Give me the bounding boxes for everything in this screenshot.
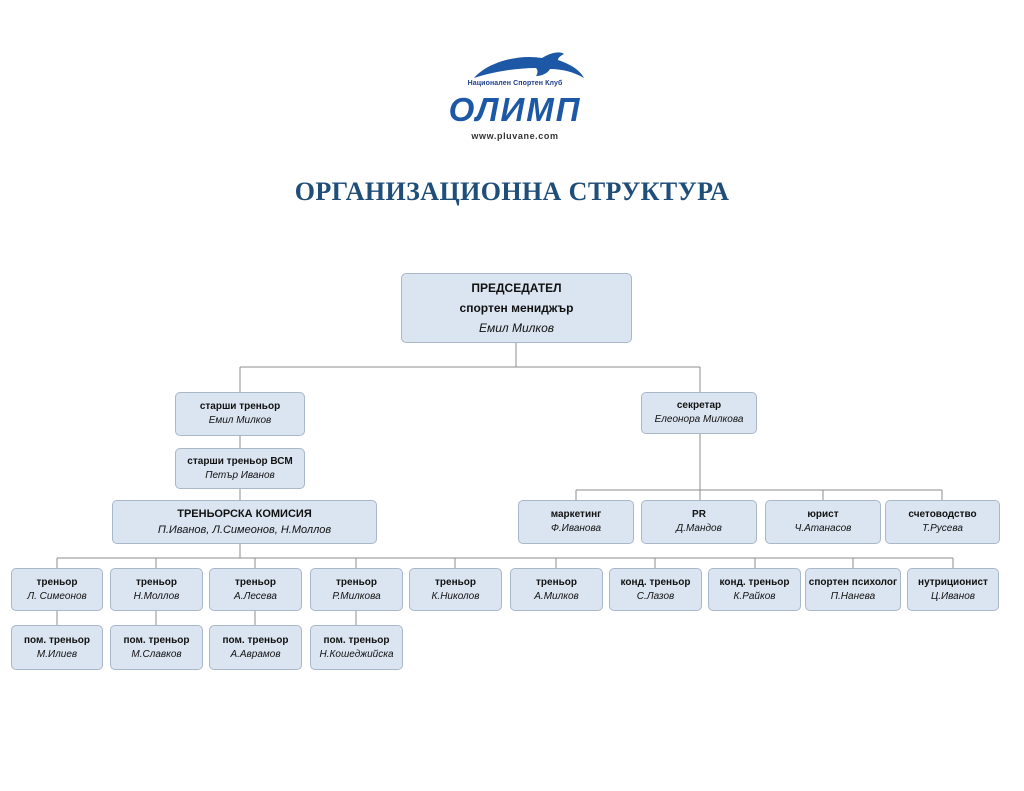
staff-box: треньор К.Николов bbox=[409, 568, 502, 611]
assistant-role: пом. треньор bbox=[222, 634, 289, 646]
staff-box: конд. треньор К.Райков bbox=[708, 568, 801, 611]
secretary-role: секретар bbox=[676, 400, 722, 411]
dolphin-icon bbox=[474, 52, 584, 78]
staff-name: К.Райков bbox=[733, 590, 776, 602]
staff-name: С.Лазов bbox=[636, 590, 675, 602]
page-title: ОРГАНИЗАЦИОННА СТРУКТУРА bbox=[294, 177, 730, 206]
staff-role: треньор bbox=[536, 576, 577, 588]
commission-title: ТРЕНЬОРСКА КОМИСИЯ bbox=[177, 508, 312, 520]
assistant-role: пом. треньор bbox=[323, 634, 390, 646]
department-box-lawyer: юрист Ч.Атанасов bbox=[765, 500, 881, 544]
department-name: Д.Мандов bbox=[676, 523, 722, 534]
secretary-name: Елеонора Милкова bbox=[654, 414, 744, 425]
assistant-role: пом. треньор bbox=[24, 634, 90, 646]
club-logo: Национален Спортен Клуб ОЛИМП www.pluvan… bbox=[430, 48, 600, 148]
staff-box: треньор Р.Милкова bbox=[310, 568, 403, 611]
department-name: Ф.Иванова bbox=[550, 523, 602, 534]
staff-name: Л. Симеонов bbox=[27, 590, 87, 602]
assistant-box: пом. треньор М.Илиев bbox=[11, 625, 103, 670]
staff-name: Ц.Иванов bbox=[930, 590, 976, 602]
staff-role: конд. треньор bbox=[620, 576, 691, 588]
staff-box: треньор А.Милков bbox=[510, 568, 603, 611]
assistant-name: М.Илиев bbox=[36, 648, 78, 660]
logo-url-link[interactable]: www.pluvane.com bbox=[471, 131, 559, 141]
coaching-commission-box: ТРЕНЬОРСКА КОМИСИЯ П.Иванов, Л.Симеонов,… bbox=[112, 500, 377, 544]
department-name: Т.Русева bbox=[922, 523, 963, 534]
department-role: счетоводство bbox=[908, 509, 977, 520]
staff-box: спортен психолог П.Нанева bbox=[805, 568, 901, 611]
staff-role: конд. треньор bbox=[719, 576, 790, 588]
assistant-name: А.Аврамов bbox=[230, 648, 281, 660]
staff-box: треньор А.Лесева bbox=[209, 568, 302, 611]
department-box-accounting: счетоводство Т.Русева bbox=[885, 500, 1000, 544]
senior-coach-box: старши треньор Емил Милков bbox=[175, 392, 305, 436]
staff-role: нутриционист bbox=[918, 576, 988, 588]
staff-name: Н.Моллов bbox=[133, 590, 180, 602]
senior-coach-vsm-box: старши треньор ВСМ Петър Иванов bbox=[175, 448, 305, 489]
assistant-box: пом. треньор Н.Кошеджийска bbox=[310, 625, 403, 670]
assistant-name: М.Славков bbox=[131, 648, 182, 660]
staff-box: нутриционист Ц.Иванов bbox=[907, 568, 999, 611]
senior-coach-role: старши треньор bbox=[199, 401, 281, 412]
assistant-role: пом. треньор bbox=[123, 634, 190, 646]
staff-role: треньор bbox=[435, 576, 476, 588]
logo-name-text: ОЛИМП bbox=[448, 91, 582, 128]
staff-role: спортен психолог bbox=[808, 576, 898, 588]
department-box-pr: PR Д.Мандов bbox=[641, 500, 757, 544]
staff-box: конд. треньор С.Лазов bbox=[609, 568, 702, 611]
department-role: PR bbox=[692, 509, 706, 520]
staff-box: треньор Н.Моллов bbox=[110, 568, 203, 611]
staff-role: треньор bbox=[136, 576, 177, 588]
staff-role: треньор bbox=[36, 576, 78, 588]
staff-role: треньор bbox=[336, 576, 377, 588]
logo-club-text: Национален Спортен Клуб bbox=[467, 80, 563, 87]
department-name: Ч.Атанасов bbox=[794, 523, 852, 534]
assistant-box: пом. треньор А.Аврамов bbox=[209, 625, 302, 670]
staff-name: К.Николов bbox=[431, 590, 480, 602]
staff-name: А.Милков bbox=[534, 590, 579, 602]
assistant-box: пом. треньор М.Славков bbox=[110, 625, 203, 670]
staff-name: П.Нанева bbox=[830, 590, 876, 602]
senior-coach-name: Емил Милков bbox=[208, 415, 272, 426]
staff-name: Р.Милкова bbox=[332, 590, 381, 602]
department-role: юрист bbox=[807, 509, 839, 520]
commission-members: П.Иванов, Л.Симеонов, Н.Моллов bbox=[157, 524, 332, 536]
senior-coach-vsm-role: старши треньор ВСМ bbox=[187, 455, 293, 467]
chairman-role-2: спортен мениджър bbox=[459, 301, 574, 315]
department-role: маркетинг bbox=[550, 509, 602, 520]
assistant-name: Н.Кошеджийска bbox=[319, 648, 394, 660]
department-box-marketing: маркетинг Ф.Иванова bbox=[518, 500, 634, 544]
staff-name: А.Лесева bbox=[234, 590, 277, 602]
chairman-role: ПРЕДСЕДАТЕЛ bbox=[471, 281, 562, 295]
staff-box: треньор Л. Симеонов bbox=[11, 568, 103, 611]
chairman-box: ПРЕДСЕДАТЕЛ спортен мениджър Емил Милков bbox=[401, 273, 632, 343]
chairman-name: Емил Милков bbox=[478, 321, 555, 335]
staff-role: треньор bbox=[235, 576, 276, 588]
senior-coach-vsm-name: Петър Иванов bbox=[205, 469, 275, 481]
secretary-box: секретар Елеонора Милкова bbox=[641, 392, 757, 434]
